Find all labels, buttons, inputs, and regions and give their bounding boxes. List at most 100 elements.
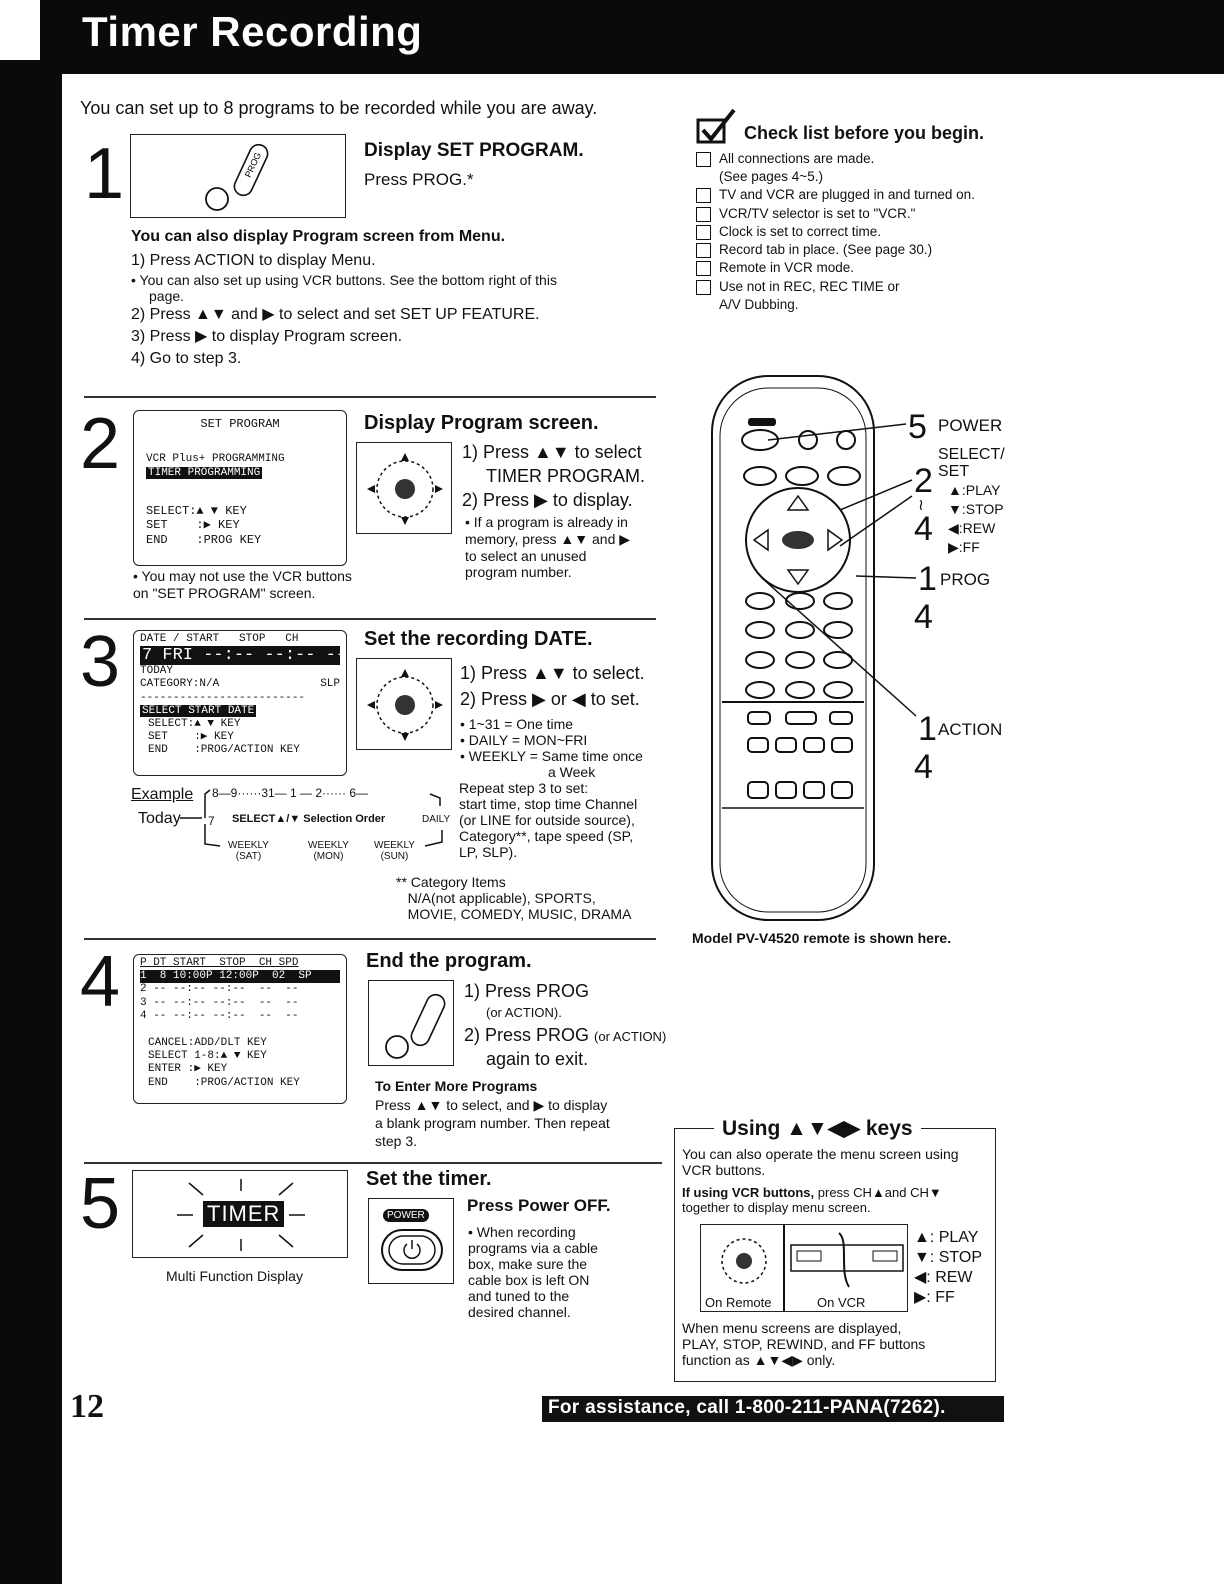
callout-select-set: SELECT/ SET [938, 446, 1005, 480]
header-notch [0, 0, 40, 60]
callout-2: 2 [914, 462, 933, 500]
step-1-title: Display SET PROGRAM. [364, 140, 584, 161]
step-5-title: Set the timer. [366, 1168, 492, 1190]
timer-indicator: TIMER [203, 1201, 285, 1227]
step-2-bullet: • If a program is already in memory, pre… [465, 514, 631, 581]
intro-text: You can set up to 8 programs to be recor… [80, 98, 598, 118]
display-caption: Multi Function Display [166, 1268, 303, 1284]
checkbox-icon [696, 243, 711, 259]
step-3-number: 3 [80, 622, 121, 702]
step-1-number: 1 [84, 134, 125, 214]
checkbox-icon [696, 261, 711, 277]
checkbox-icon [696, 188, 711, 204]
step-3-bullets: • 1~31 = One time • DAILY = MON~FRI • WE… [460, 716, 643, 780]
example-today: Today [138, 810, 181, 827]
screen-line: VCR Plus+ PROGRAMMING [146, 453, 285, 466]
step-5-illustration: POWER [368, 1198, 454, 1284]
list-item: 4) Go to step 3. [131, 350, 242, 367]
callout-key-map: ▲:PLAY ▼:STOP ◀:REW ▶:FF [948, 482, 1004, 555]
callout-1-prog: 1 [918, 560, 937, 598]
keys-box-text1: You can also operate the menu screen usi… [682, 1146, 959, 1178]
remote-control-icon [711, 375, 875, 921]
keys-map: ▲: PLAY ▼: STOP ◀: REW ▶: FF [914, 1229, 982, 1306]
checkbox-icon [696, 279, 711, 295]
dpad-icon [367, 669, 443, 741]
example-order: SELECT▲/▼ Selection Order [232, 813, 386, 825]
step-2-title: Display Program screen. [364, 412, 599, 434]
example-label: Example [131, 786, 194, 803]
step-5-sub: Press Power OFF. [467, 1196, 611, 1215]
checkbox-icon [696, 152, 711, 167]
list-item: 2) Press ▲▼ and ▶ to select and set SET … [131, 306, 540, 323]
callout-prog: PROG [940, 570, 991, 589]
list-item: 1) Press ACTION to display Menu. [131, 252, 376, 269]
callout-1-action: 1 [918, 710, 937, 748]
checklist-item: Remote in VCR mode. [696, 259, 1016, 277]
page-number: 12 [70, 1388, 104, 1425]
step-3-repeat: Repeat step 3 to set: start time, stop t… [459, 780, 638, 860]
step-1-list: 1) Press ACTION to display Menu. • You c… [131, 250, 557, 370]
divider [84, 396, 656, 398]
callout-4-prog: 4 [914, 598, 933, 636]
step-2-steps: 1) Press ▲▼ to select TIMER PROGRAM. 2) … [462, 442, 646, 510]
left-edge-bar [0, 60, 62, 1584]
dpad-illustration [356, 658, 452, 750]
callout-4-action: 4 [914, 748, 933, 786]
divider [84, 938, 656, 940]
assistance-text: For assistance, call 1-800-211-PANA(7262… [548, 1397, 946, 1418]
example-seq-top: 8—9······31— 1 — 2······ 6— [212, 786, 369, 800]
checklist-item: Clock is set to correct time. [696, 223, 1016, 241]
on-remote-label: On Remote [705, 1295, 772, 1310]
step-3-title: Set the recording DATE. [364, 628, 593, 650]
step-3-steps: 1) Press ▲▼ to select. 2) Press ▶ or ◀ t… [460, 663, 645, 709]
prog-button-icon [385, 993, 446, 1059]
checklist-item: TV and VCR are plugged in and turned on. [696, 186, 1016, 204]
example-weekly-mon: WEEKLY(MON) [308, 840, 349, 862]
list-item: • You can also set up using VCR buttons.… [131, 272, 557, 288]
step-1-illustration: PROG [130, 134, 346, 218]
divider [84, 1162, 662, 1164]
callout-5: 5 [908, 408, 927, 446]
keys-box-text3: When menu screens are displayed, PLAY, S… [682, 1320, 926, 1368]
example-weekly-sat: WEEKLY(SAT) [228, 840, 269, 862]
step-4-steps: 1) Press PROG (or ACTION). 2) Press PROG… [464, 981, 667, 1069]
divider [84, 618, 656, 620]
screen-line-selected: TIMER PROGRAMMING [146, 466, 263, 479]
prog-button-icon: PROG [205, 143, 269, 211]
remote-illustration [708, 372, 878, 924]
keys-box-title: Using ▲▼◀▶ keys [714, 1116, 921, 1141]
step-2-note: • You may not use the VCR buttons on "SE… [133, 568, 352, 601]
keys-box-text2: If using VCR buttons, press CH▲and CH▼ t… [682, 1185, 942, 1215]
checklist-item: All connections are made. (See pages 4~5… [696, 150, 1016, 186]
step-5-bullet: • When recording programs via a cable bo… [468, 1224, 598, 1320]
checklist-title: Check list before you begin. [744, 123, 985, 143]
list-item: page. [149, 288, 185, 304]
header-bar [40, 0, 1224, 74]
callout-power: POWER [938, 416, 1003, 435]
step-3-screen: DATE / START STOP CH 7 FRI --:-- --:-- -… [133, 630, 347, 776]
vcr-buttons-icon [790, 1232, 904, 1288]
timer-indicator-rays [177, 1179, 305, 1251]
dpad-illustration [356, 442, 452, 534]
more-programs-title: To Enter More Programs [375, 1078, 538, 1094]
step-2-number: 2 [80, 404, 121, 484]
screen-date-row: 7 FRI --:-- --:-- -- [140, 646, 347, 666]
step-1-menu-title: You can also display Program screen from… [131, 228, 506, 245]
selection-order-diagram [180, 789, 443, 847]
prog-label: PROG [243, 151, 263, 179]
category-note: ** Category Items N/A(not applicable), S… [396, 874, 632, 922]
step-4-illustration [368, 980, 454, 1066]
power-button-icon [381, 1229, 443, 1271]
example-seven: 7 [208, 814, 215, 828]
callout-4: 4 [914, 510, 933, 548]
step-1-text: Press PROG.* [364, 170, 474, 189]
more-programs-text: Press ▲▼ to select, and ▶ to display a b… [375, 1097, 610, 1149]
remote-callout-lines [761, 423, 917, 717]
remote-vcr-illustration: On Remote On VCR [700, 1224, 908, 1312]
power-label: POWER [383, 1209, 429, 1222]
checklist-item: VCR/TV selector is set to "VCR." [696, 205, 1016, 223]
assistance-banner [542, 1396, 1004, 1422]
step-4-screen: P DT START STOP CH SPD 1 8 10:00P 12:00P… [133, 954, 347, 1104]
checklist-item: Use not in REC, REC TIME or A/V Dubbing. [696, 278, 1016, 314]
checkbox-icon [696, 224, 711, 240]
